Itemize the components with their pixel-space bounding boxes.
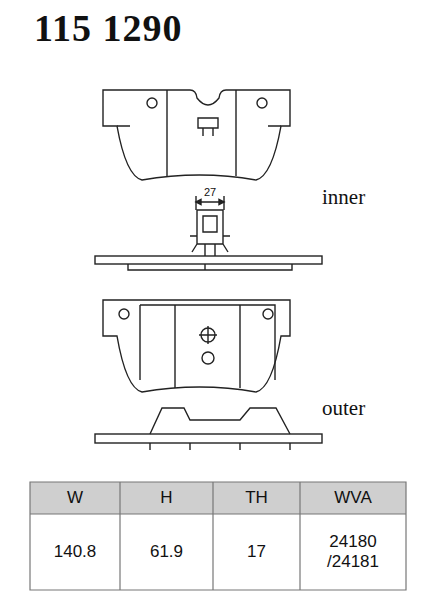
dimension-label: 27 [203,186,217,198]
outer-base [150,443,290,450]
part-number-title: 115 1290 [34,6,182,50]
clip-side [190,210,230,256]
outer-pad-hole [263,309,273,319]
inner-pad-hole [257,98,267,108]
outer-pad-sensor [202,352,214,364]
side-label: inner [322,185,365,210]
outer-pad-outline [103,300,290,392]
outer-friction-side [150,408,290,434]
outer-pad-hole [119,309,129,319]
inner-clip-mark [198,118,218,136]
table-header-fill [30,482,406,514]
table-value: 24180 /24181 [321,532,385,571]
inner-pad-hole [147,98,157,108]
table-value: 17 [213,542,300,562]
outer-pad-mark [199,326,217,344]
table-header: H [120,488,213,508]
outer-pad-lines [140,305,275,388]
table-header: W [30,488,120,508]
inner-pad-outline [103,90,290,180]
table-value: 140.8 [30,542,120,562]
inner-friction-side [128,264,292,270]
table-header: TH [213,488,300,508]
side-label: outer [322,396,365,421]
table-value: 61.9 [120,542,213,562]
dimension-arrows [196,200,224,205]
table-grid [30,482,406,590]
table-header: WVA [300,488,406,508]
inner-pad-lines [117,90,281,176]
dimension-line [196,196,224,210]
outer-backing-plate [95,434,322,443]
inner-backing-plate [95,256,322,264]
